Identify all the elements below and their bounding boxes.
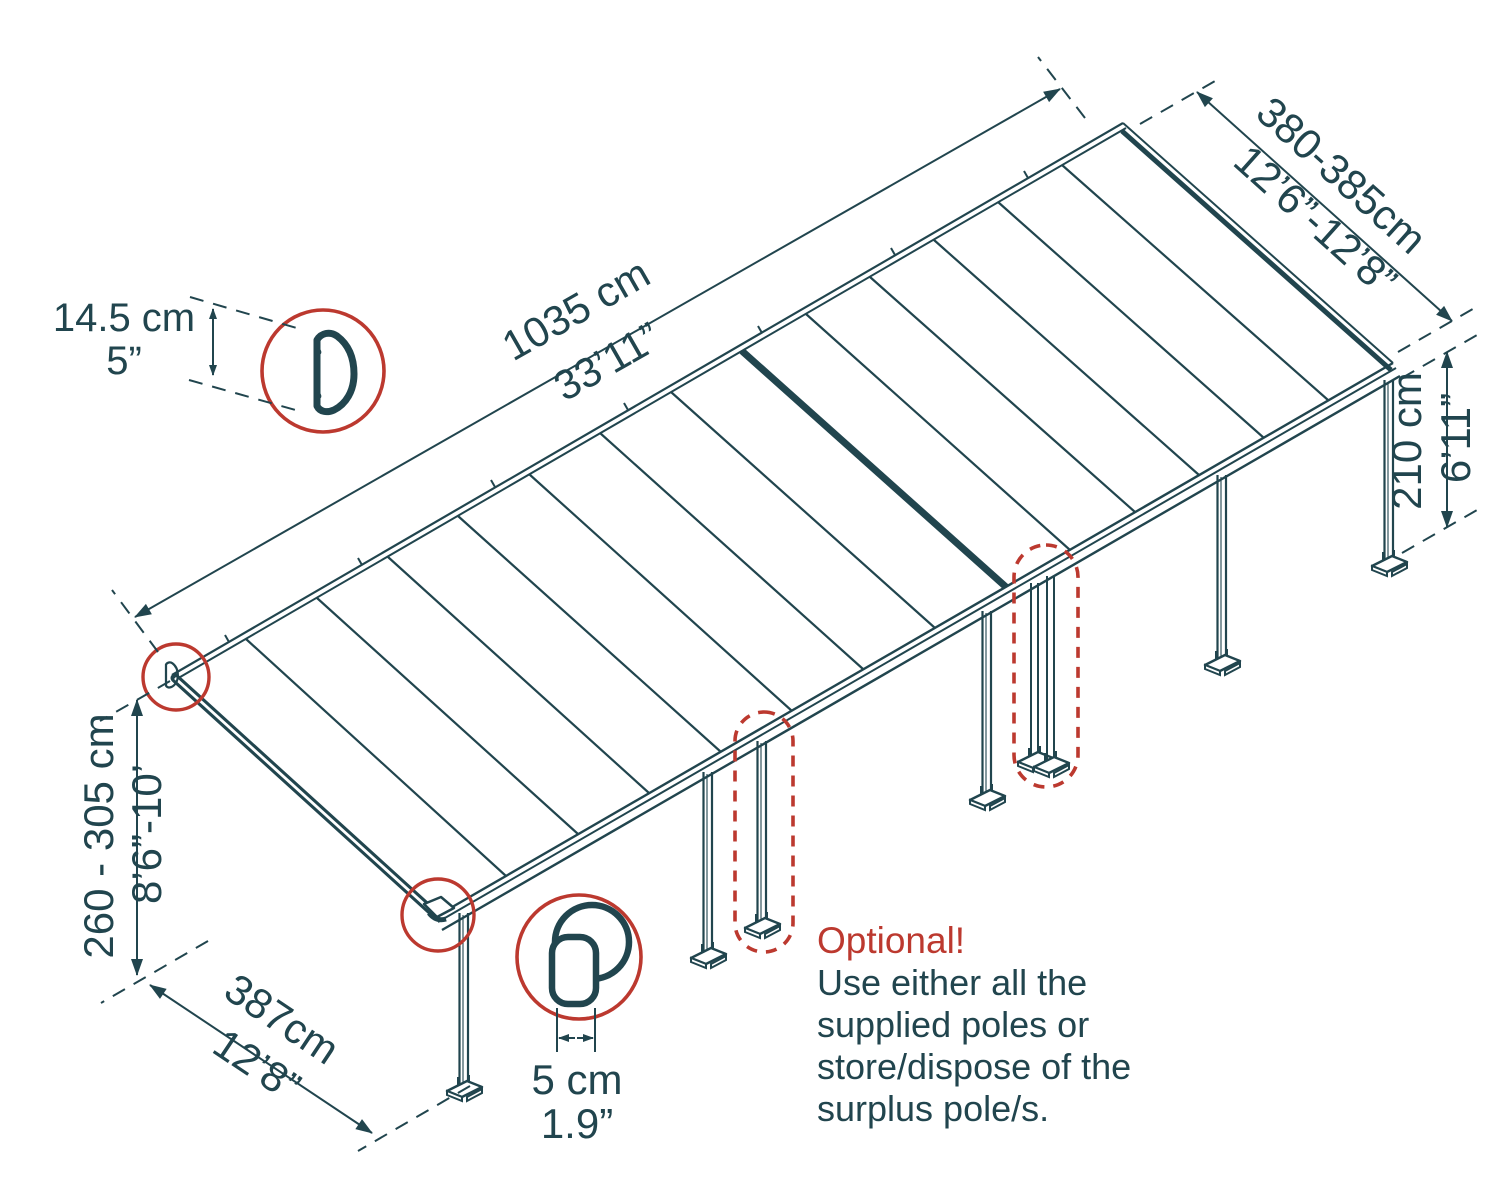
- optional-note-line: surplus pole/s.: [817, 1088, 1049, 1129]
- optional-note-line: supplied poles or: [817, 1004, 1089, 1045]
- left-gable-edge: [170, 673, 441, 920]
- dim-pole-width-imperial-label: 1.9”: [541, 1100, 613, 1147]
- front-gutter-beam: [434, 361, 1401, 932]
- optional-note-title: Optional!: [817, 920, 965, 961]
- detail-circle-pole-profile: [515, 893, 643, 1021]
- gutter-corner-cap: [422, 895, 456, 919]
- optional-pole: [1016, 576, 1071, 779]
- optional-pole: [743, 741, 782, 940]
- support-poles: [445, 380, 1409, 1103]
- dimension-lines: [99, 56, 1485, 1152]
- dim-wall-height-metric-label: 260 - 305 cm: [75, 713, 122, 958]
- wall-profile-detail: [315, 333, 354, 411]
- pole: [689, 772, 728, 970]
- pole-profile-detail: [548, 901, 633, 1008]
- dim-post-height-imperial-label: 6’11”: [1432, 393, 1479, 483]
- dim-wall-profile-metric-label: 14.5 cm: [53, 296, 195, 340]
- optional-note-line: store/dispose of the: [817, 1046, 1131, 1087]
- dim-wall-profile-imperial-label: 5”: [106, 339, 142, 383]
- gutter-corner-profile: [427, 911, 447, 923]
- corner-details: [164, 661, 456, 923]
- pole: [1203, 475, 1242, 677]
- optional-pole-highlight-1: [733, 710, 795, 954]
- dim-arrow-length: [134, 88, 1061, 618]
- dim-post-height-metric-label: 210 cm: [1383, 372, 1430, 510]
- pole: [968, 611, 1007, 812]
- dim-arrow-width: [1196, 91, 1453, 322]
- dim-wall-height-imperial-label: 8’6”-10’: [123, 764, 170, 904]
- dim-pole-width-metric-label: 5 cm: [531, 1056, 622, 1103]
- dim-arrow-projection: [149, 984, 373, 1134]
- roof-panel-area: [170, 122, 1401, 932]
- detail-circle-wall-corner: [141, 642, 211, 712]
- optional-note: Optional! Use either all the supplied po…: [817, 920, 1131, 1129]
- pole: [1370, 380, 1409, 578]
- detail-circle-gutter-corner: [400, 877, 476, 953]
- optional-note-line: Use either all the: [817, 962, 1087, 1003]
